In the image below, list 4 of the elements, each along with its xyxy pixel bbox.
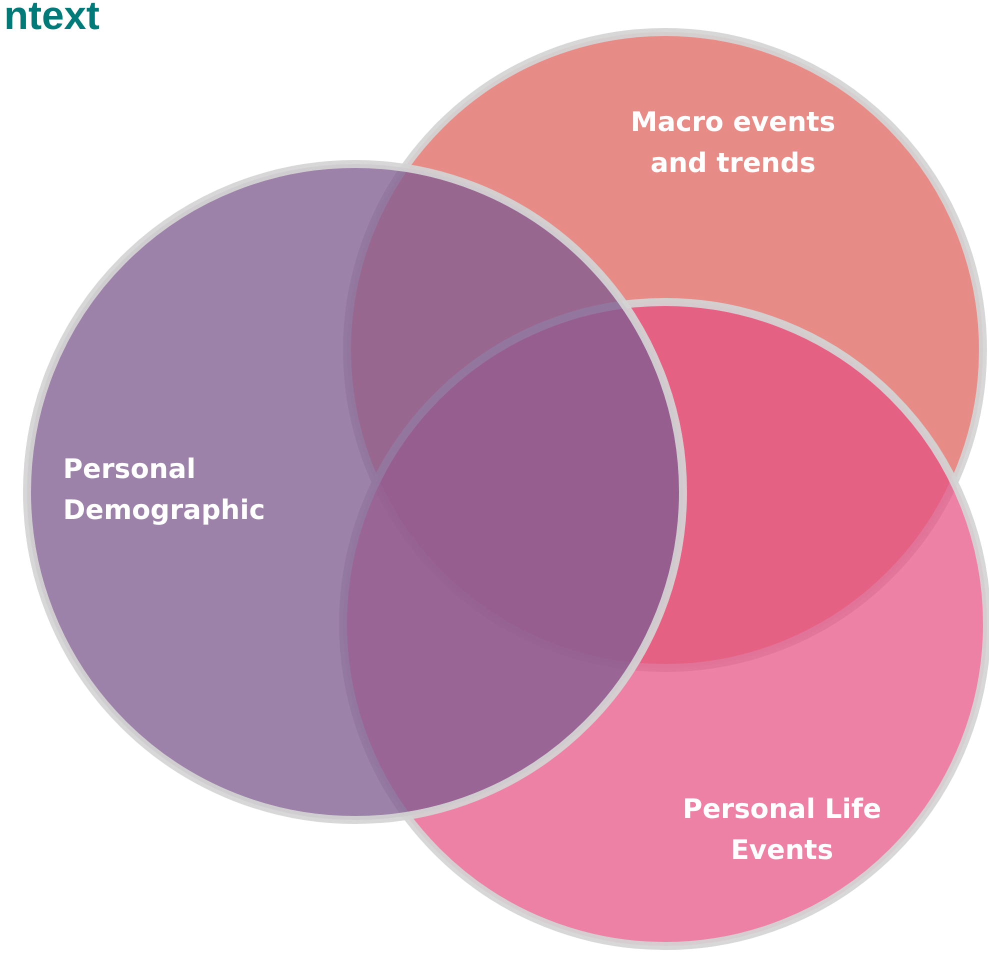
circle-label: Macro events and trends xyxy=(630,106,836,180)
circle-label: Personal Demographic xyxy=(63,453,266,528)
title: ntext xyxy=(4,0,100,36)
circle-label: Personal Life Events xyxy=(682,793,882,868)
